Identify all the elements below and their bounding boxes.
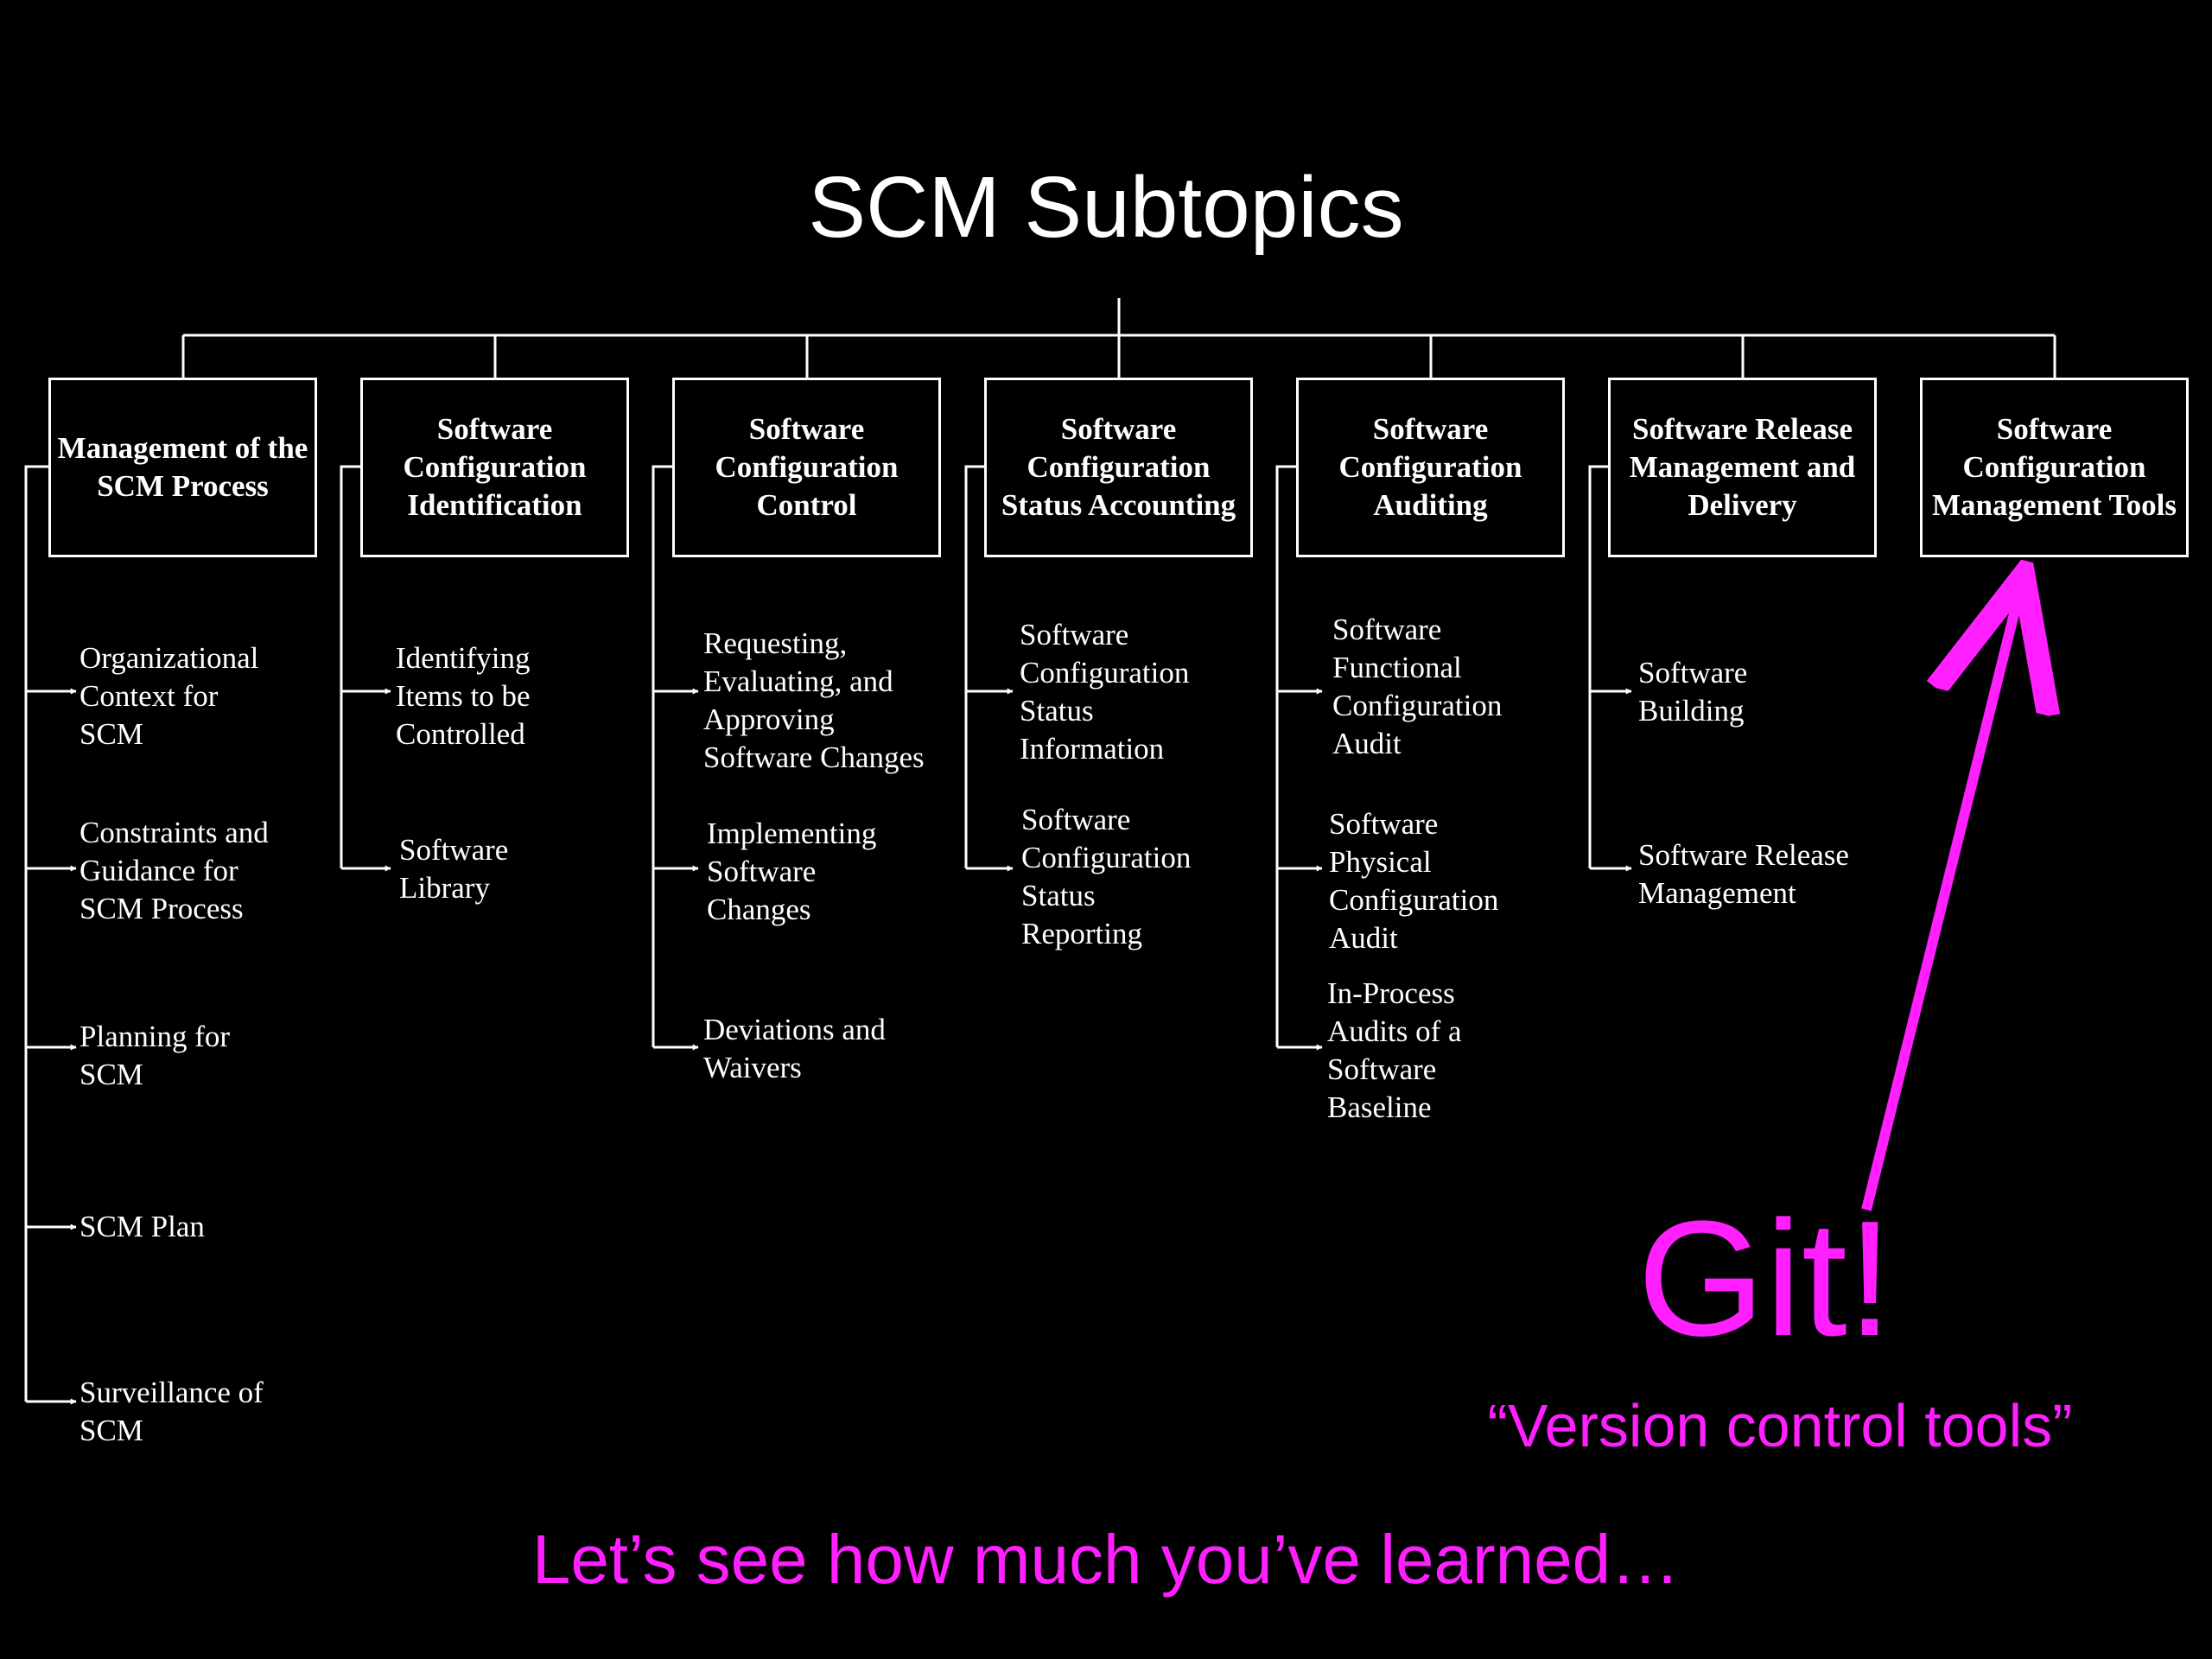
heading-management-of-scm-process: Management of the SCM Process <box>48 378 317 557</box>
subtopic-surveillance: Surveillance of SCM <box>79 1376 264 1447</box>
subtopic-organizational-context: Organizational Context for SCM <box>79 641 259 751</box>
subtopic-in-process-audits: In-Process Audits of a Software Baseline <box>1327 976 1462 1124</box>
heading-status-accounting: Software Configuration Status Accounting <box>984 378 1253 557</box>
subtopic-functional-audit: Software Functional Configuration Audit <box>1332 613 1503 760</box>
subtopic-status-information: Software Configuration Status Informatio… <box>1020 618 1190 766</box>
subtopic-constraints-guidance: Constraints and Guidance for SCM Process <box>79 816 269 925</box>
subtopic-release-management: Software Release Management <box>1638 838 1849 910</box>
subtopic-identifying-items: Identifying Items to be Controlled <box>396 641 531 751</box>
subtopic-status-reporting: Software Configuration Status Reporting <box>1021 803 1192 950</box>
heading-configuration-auditing: Software Configuration Auditing <box>1296 378 1565 557</box>
heading-release-management: Software Release Management and Delivery <box>1608 378 1877 557</box>
subtopic-scm-plan: SCM Plan <box>79 1210 205 1243</box>
subtopic-deviations-waivers: Deviations and Waivers <box>703 1013 886 1084</box>
subtopic-software-library: Software Library <box>399 833 509 905</box>
git-arrow <box>1861 589 2020 1211</box>
git-callout: Git! <box>1637 1187 1893 1370</box>
heading-configuration-control: Software Configuration Control <box>672 378 941 557</box>
slide-title: SCM Subtopics <box>808 159 1404 256</box>
footer-message: Let’s see how much you’ve learned… <box>531 1521 1681 1598</box>
version-control-tools-caption: “Version control tools” <box>1487 1392 2073 1459</box>
subtopic-planning: Planning for SCM <box>79 1020 231 1091</box>
subtopic-implementing-changes: Implementing Software Changes <box>707 817 877 926</box>
subtopic-requesting-changes: Requesting, Evaluating, and Approving So… <box>703 626 925 774</box>
heading-configuration-identification: Software Configuration Identification <box>360 378 629 557</box>
heading-management-tools: Software Configuration Management Tools <box>1920 378 2189 557</box>
subtopic-physical-audit: Software Physical Configuration Audit <box>1329 807 1499 955</box>
subtopic-software-building: Software Building <box>1638 656 1748 728</box>
